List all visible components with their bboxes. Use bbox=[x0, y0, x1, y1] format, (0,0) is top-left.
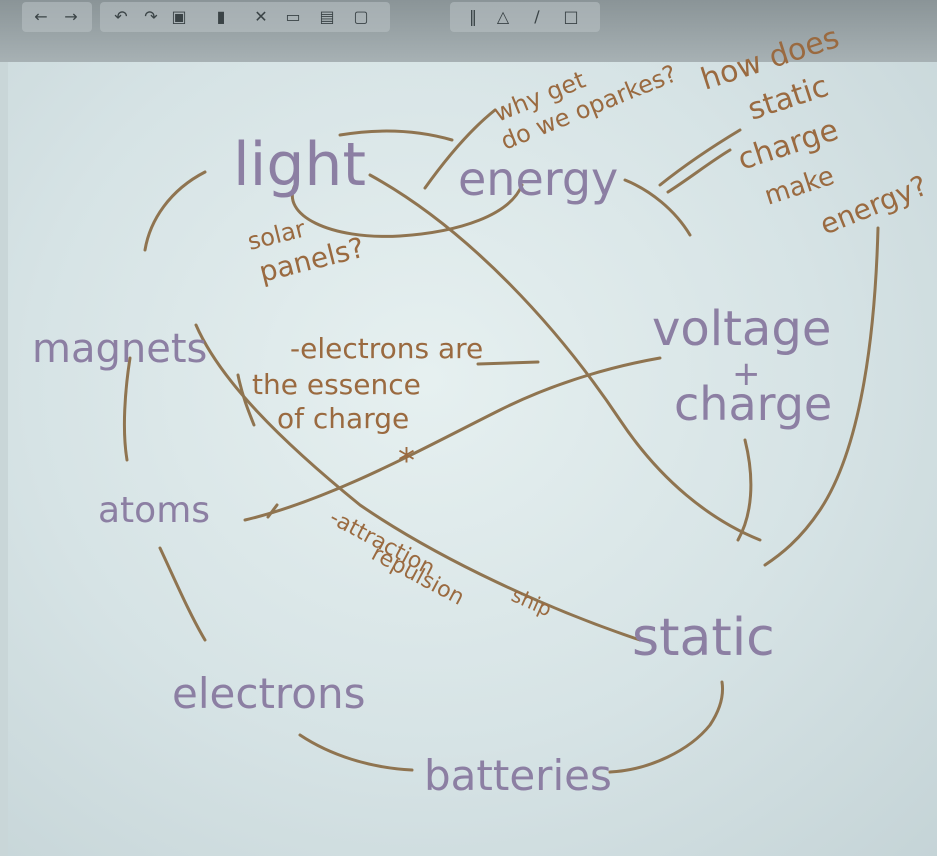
note-star: * bbox=[398, 441, 415, 481]
edge-light-static bbox=[368, 173, 762, 542]
edge-batteries-static bbox=[608, 680, 724, 774]
node-atoms: atoms bbox=[98, 490, 210, 531]
forward-icon[interactable]: → bbox=[64, 7, 78, 26]
node-electrons: electrons bbox=[172, 669, 365, 718]
node-energy: energy bbox=[458, 152, 618, 206]
concept-map-board bbox=[8, 62, 937, 856]
note-essence-line3: of charge bbox=[277, 402, 409, 435]
edge-essence-marker bbox=[236, 373, 256, 427]
back-icon[interactable]: ← bbox=[34, 7, 48, 26]
node-plus: + bbox=[732, 354, 761, 394]
note-attraction-line3: ship bbox=[508, 583, 556, 622]
edge-charge-static bbox=[736, 438, 753, 542]
edge-how-energy bbox=[658, 128, 742, 187]
node-light: light bbox=[233, 130, 366, 200]
note-essence-underline bbox=[476, 360, 540, 366]
node-magnets: magnets bbox=[32, 326, 207, 372]
edge-magnets-static bbox=[194, 323, 642, 642]
edge-magnets-atoms bbox=[122, 356, 132, 462]
edge-light-energy bbox=[338, 129, 454, 142]
edge-energy-voltage bbox=[623, 178, 692, 237]
select-icon[interactable]: ▢ bbox=[353, 7, 369, 26]
node-batteries: batteries bbox=[424, 751, 612, 800]
window-icon[interactable]: ▤ bbox=[319, 7, 335, 26]
edge-light-magnets bbox=[143, 170, 207, 252]
node-static: static bbox=[632, 608, 775, 668]
node-voltage: voltage bbox=[652, 301, 831, 357]
screen-icon[interactable]: ▭ bbox=[285, 7, 301, 26]
edge-how-energy-2 bbox=[666, 148, 732, 194]
edge-why-energy bbox=[423, 108, 497, 190]
toolbar-group-nav bbox=[22, 2, 92, 32]
edge-electrons-batteries bbox=[298, 733, 414, 772]
toolbar: ← → ↶ ↷ ▣ ▮ ✕ ▭ ▤ ▢ ‖ △ ∕ □ bbox=[0, 0, 937, 62]
edge-atoms-voltage bbox=[243, 356, 662, 522]
marker-icon[interactable]: ∕ bbox=[534, 7, 540, 26]
undo-icon[interactable]: ↶ bbox=[114, 7, 128, 26]
toolbar-group-draw bbox=[450, 2, 600, 32]
redo-icon[interactable]: ↷ bbox=[144, 7, 158, 26]
save-icon[interactable]: ▣ bbox=[171, 7, 187, 26]
clip-icon[interactable]: ▮ bbox=[216, 7, 226, 26]
edge-cross-tick bbox=[266, 503, 279, 519]
delete-icon[interactable]: ✕ bbox=[254, 7, 268, 26]
edge-light-loop bbox=[291, 183, 524, 238]
pen-icon[interactable]: ‖ bbox=[469, 7, 477, 26]
edge-how-static bbox=[763, 226, 880, 567]
note-essence-line2: the essence bbox=[252, 368, 421, 401]
note-how-line4: make bbox=[761, 161, 838, 212]
erase-icon[interactable]: □ bbox=[563, 7, 579, 26]
toolbar-group-edit bbox=[100, 2, 390, 32]
node-charge: charge bbox=[674, 377, 832, 431]
shape-icon[interactable]: △ bbox=[496, 7, 510, 26]
note-essence-line1: -electrons are bbox=[290, 332, 483, 365]
edge-atoms-electrons bbox=[158, 546, 207, 642]
